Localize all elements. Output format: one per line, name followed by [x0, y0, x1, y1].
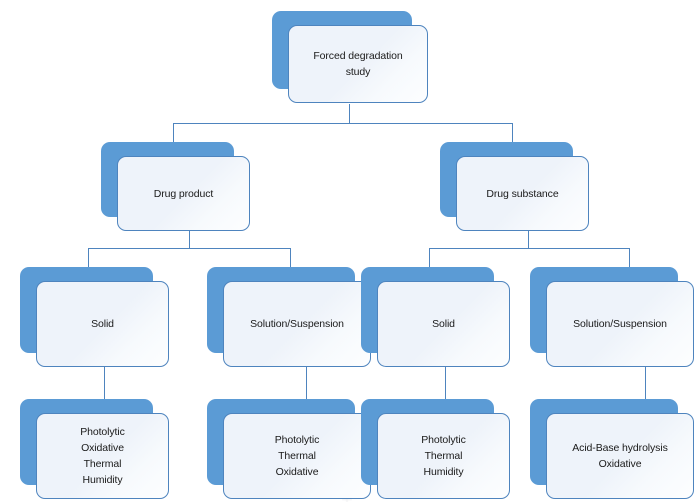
connector-to-drug-substance — [512, 123, 513, 149]
connector-drug-product-stem — [189, 229, 190, 248]
connector-root-stem — [349, 104, 350, 123]
connector-level2-bar — [173, 123, 513, 124]
node-card[interactable]: Solution/Suspension — [223, 281, 371, 367]
node-card[interactable]: Acid-Base hydrolysis Oxidative — [546, 413, 694, 499]
node-card[interactable]: Photolytic Thermal Oxidative — [223, 413, 371, 499]
connector-dp-solid-to-tests — [104, 363, 105, 399]
connector-to-ds-solution — [629, 248, 630, 274]
connector-to-dp-solution — [290, 248, 291, 274]
connector-to-drug-product — [173, 123, 174, 149]
node-label: Acid-Base hydrolysis Oxidative — [572, 442, 668, 470]
connector-drug-substance-stem — [528, 229, 529, 248]
connector-drug-substance-bar — [429, 248, 629, 249]
node-label: Photolytic Thermal Humidity — [421, 434, 466, 478]
node-card[interactable]: Photolytic Thermal Humidity — [377, 413, 510, 499]
node-label: Drug substance — [486, 187, 559, 200]
connector-to-ds-solid — [429, 248, 430, 274]
node-label: Solid — [91, 318, 114, 330]
node-card[interactable]: Solid — [377, 281, 510, 367]
node-label: Solution/Suspension — [250, 318, 344, 330]
node-card[interactable]: Drug product — [117, 156, 250, 231]
node-card[interactable]: Photolytic Oxidative Thermal Humidity — [36, 413, 169, 499]
node-label: Photolytic Oxidative Thermal Humidity — [80, 426, 125, 486]
node-card[interactable]: Drug substance — [456, 156, 589, 231]
connector-drug-product-bar — [88, 248, 290, 249]
node-label: Solution/Suspension — [573, 318, 667, 330]
node-label: Solid — [432, 318, 455, 330]
connector-to-dp-solid — [88, 248, 89, 274]
node-card[interactable]: Solid — [36, 281, 169, 367]
connector-ds-solid-to-tests — [445, 363, 446, 399]
node-card[interactable]: Solution/Suspension — [546, 281, 694, 367]
node-label: Forced degradation study — [313, 50, 403, 78]
node-label: Photolytic Thermal Oxidative — [274, 434, 320, 478]
connector-dp-solution-to-tests — [306, 363, 307, 399]
node-card[interactable]: Forced degradation study — [288, 25, 428, 103]
node-label: Drug product — [153, 187, 214, 200]
connector-ds-solution-to-tests — [645, 363, 646, 399]
